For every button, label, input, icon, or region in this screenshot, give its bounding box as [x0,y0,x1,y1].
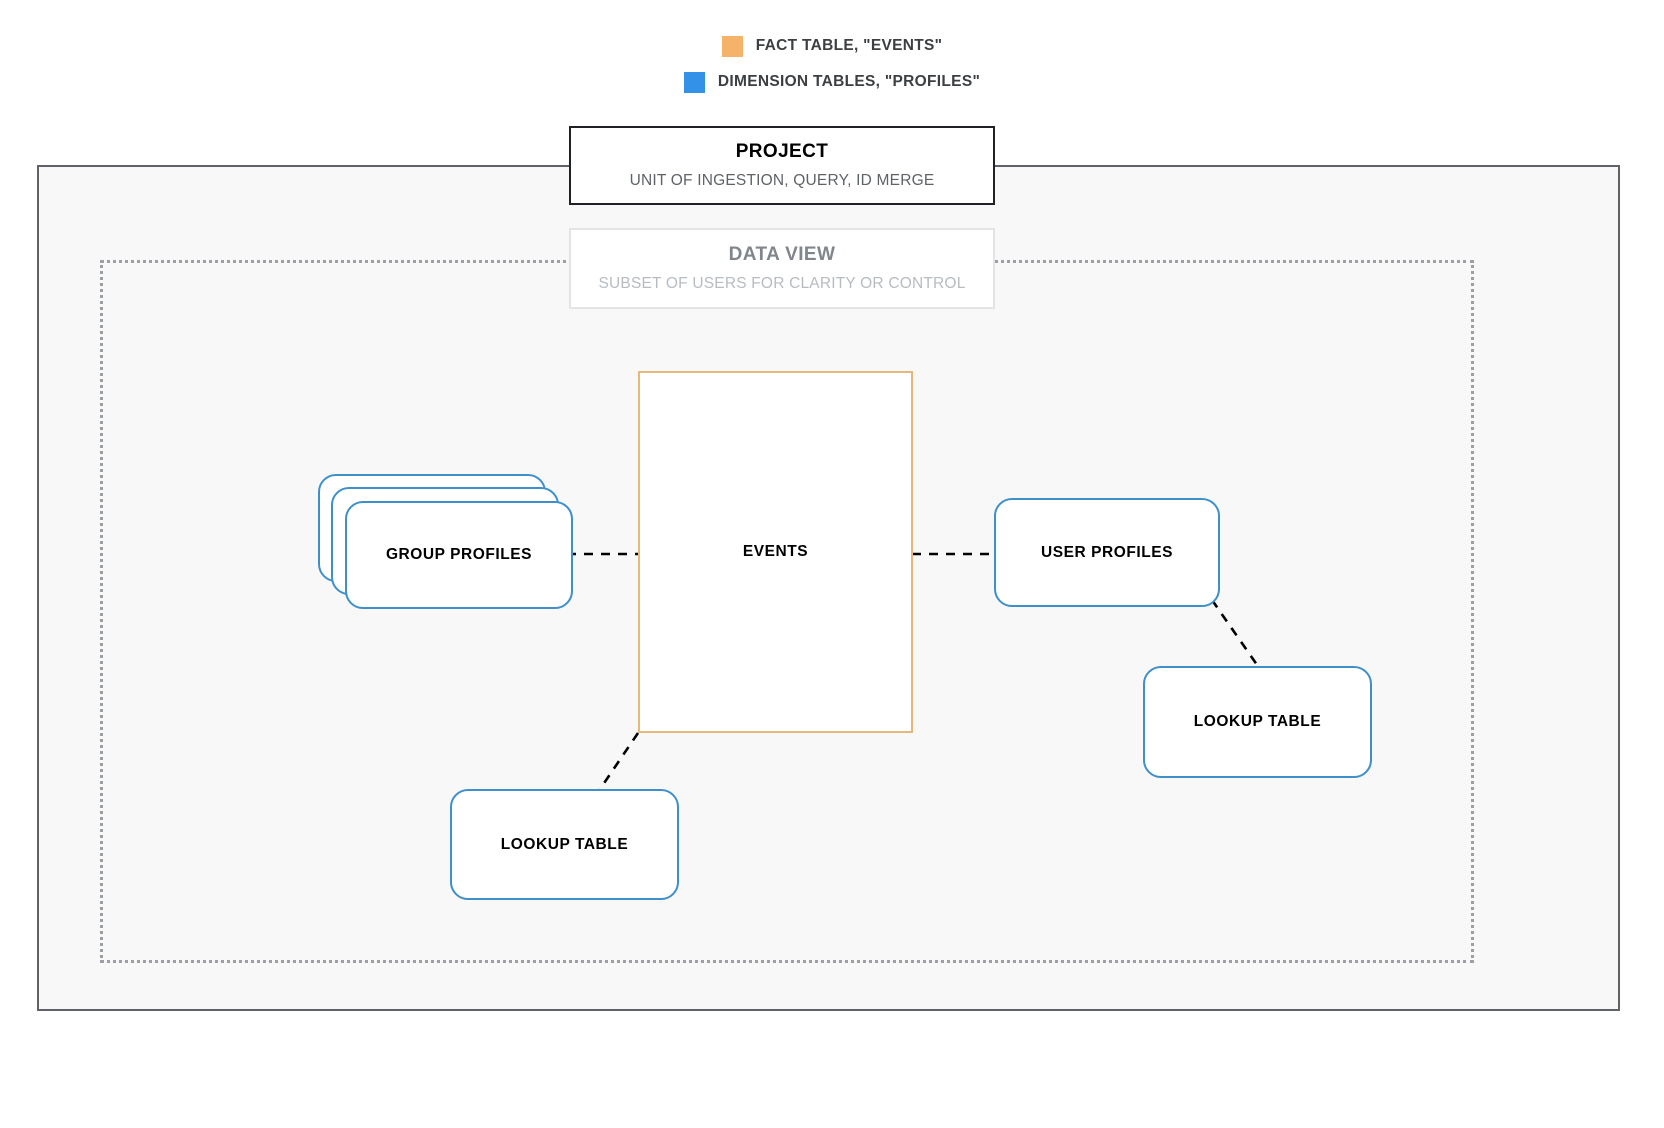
project-title: PROJECT [735,140,829,162]
data-view-title: DATA VIEW [728,243,836,265]
legend-label-dimension: DIMENSION TABLES, "PROFILES" [717,73,981,90]
node-group-profiles-card-front: GROUP PROFILES [345,501,573,609]
legend-swatch-fact-icon [721,35,743,57]
legend: FACT TABLE, "EVENTS" DIMENSION TABLES, "… [0,28,1664,100]
node-group-profiles: GROUP PROFILES [318,474,573,610]
legend-swatch-dimension-icon [683,71,705,93]
legend-row-fact: FACT TABLE, "EVENTS" [0,28,1664,64]
node-lookup-table-left: LOOKUP TABLE [450,789,679,900]
node-lookup-table-left-label: LOOKUP TABLE [500,835,629,853]
node-user-profiles: USER PROFILES [994,498,1220,607]
node-lookup-table-right: LOOKUP TABLE [1143,666,1372,778]
data-view-subtitle: SUBSET OF USERS FOR CLARITY OR CONTROL [598,274,966,292]
node-events-label: EVENTS [742,543,809,560]
project-header-box: PROJECT UNIT OF INGESTION, QUERY, ID MER… [569,126,995,205]
node-events: EVENTS [638,371,913,733]
node-group-profiles-label: GROUP PROFILES [385,546,533,563]
legend-label-fact: FACT TABLE, "EVENTS" [755,37,943,54]
node-user-profiles-label: USER PROFILES [1040,543,1174,561]
legend-row-dimension: DIMENSION TABLES, "PROFILES" [0,64,1664,100]
data-view-header-box: DATA VIEW SUBSET OF USERS FOR CLARITY OR… [569,228,995,309]
project-subtitle: UNIT OF INGESTION, QUERY, ID MERGE [629,171,935,189]
node-lookup-table-right-label: LOOKUP TABLE [1193,713,1322,730]
